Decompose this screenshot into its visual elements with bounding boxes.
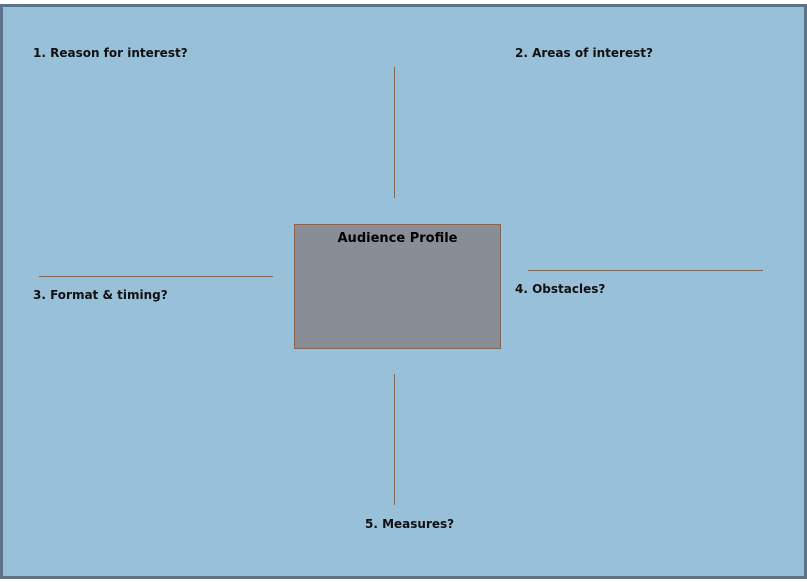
audience-profile-box: Audience Profile	[294, 224, 501, 349]
connector-line-right	[528, 270, 763, 271]
connector-line-bottom	[394, 374, 395, 505]
label-reason-for-interest: 1. Reason for interest?	[33, 46, 188, 60]
label-measures: 5. Measures?	[365, 517, 455, 531]
label-obstacles: 4. Obstacles?	[515, 282, 606, 296]
connector-line-top	[394, 67, 395, 198]
audience-profile-title: Audience Profile	[337, 231, 458, 246]
connector-line-left	[39, 276, 273, 277]
label-format-timing: 3. Format & timing?	[33, 288, 168, 302]
label-areas-of-interest: 2. Areas of interest?	[515, 46, 653, 60]
